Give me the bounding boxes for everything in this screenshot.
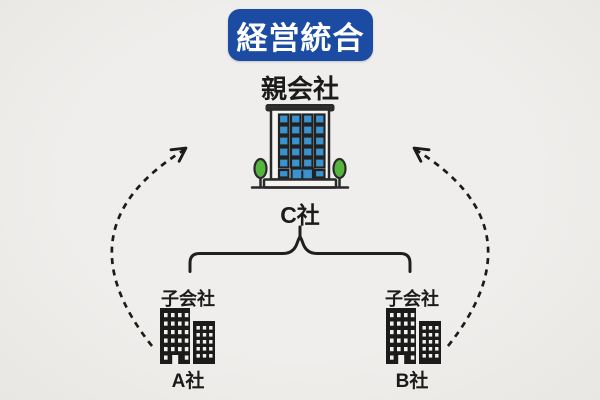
- fork-connector-left-branch: [188, 225, 302, 273]
- parent-name-label: C社: [280, 202, 320, 228]
- subsidiary-b-building-icon: [386, 308, 441, 364]
- parent-role-label: 親会社: [260, 74, 339, 104]
- parent-company-building-icon: [250, 104, 350, 189]
- subsidiary-a-name-label: A社: [171, 371, 205, 392]
- integration-title-label: 経営統合: [236, 20, 365, 56]
- subsidiary-b-name-label: B社: [395, 371, 429, 392]
- tree-icon: [332, 157, 347, 187]
- ground-window: [313, 168, 326, 179]
- subsidiary-a-building-icon: [160, 308, 215, 364]
- integration-title-badge: 経営統合: [228, 9, 373, 61]
- subsidiary-a-role-label: 子会社: [161, 289, 215, 309]
- merge-arrow-right-head: [412, 146, 431, 163]
- merge-arrow-left-head: [169, 146, 188, 163]
- ground-window: [277, 168, 290, 179]
- tree-icon: [253, 157, 268, 187]
- subsidiary-b-role-label: 子会社: [385, 289, 439, 309]
- fork-connector-right-branch: [298, 225, 412, 273]
